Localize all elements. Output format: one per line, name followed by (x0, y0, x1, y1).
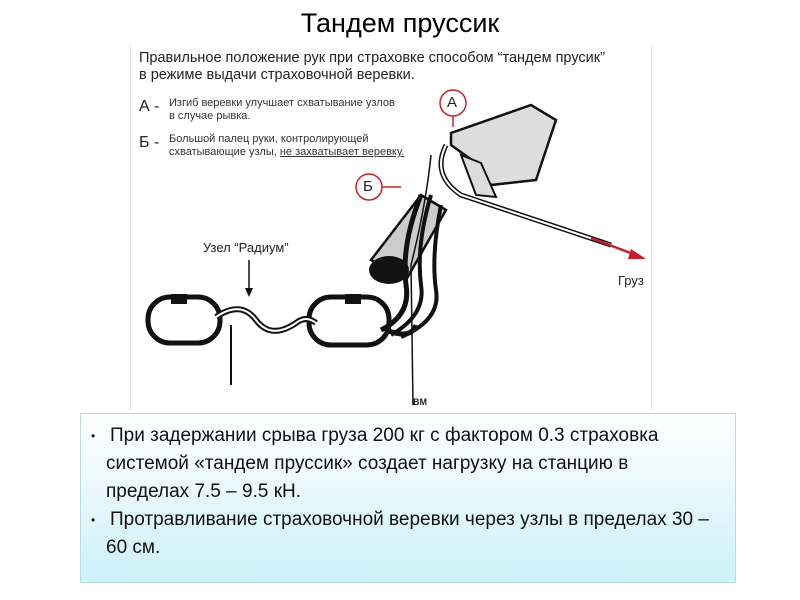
note-b-line2b: не захватывает веревку. (279, 146, 405, 158)
note-a-text: Изгиб веревки улучшает схватывание узлов… (169, 97, 395, 123)
marker-a: А (447, 94, 458, 111)
figure-heading: Правильное положение рук при страховке с… (139, 50, 605, 84)
note-a-line1: Изгиб веревки улучшает схватывание узлов (169, 97, 395, 109)
bullet-text: Протравливание страховочной веревки чере… (106, 509, 709, 558)
slide-title: Тандем пруссик (300, 8, 500, 38)
note-b-line2a: схватывающие узлы, (169, 146, 280, 158)
note-a: А - Изгиб веревки улучшает схватывание у… (139, 97, 439, 127)
figure-heading-line1: Правильное положение рук при страховке с… (139, 50, 605, 66)
artist-signature: BM (413, 397, 427, 407)
figure-heading-line2: в режиме выдачи страховочной веревки. (139, 67, 415, 83)
note-b-letter: Б - (139, 134, 160, 151)
marker-b: Б (363, 178, 373, 195)
summary-textbox: • При задержании срыва груза 200 кг с фа… (80, 413, 736, 583)
hand-shape (449, 103, 558, 187)
load-label: Груз (618, 273, 644, 288)
note-a-letter: А - (139, 98, 160, 115)
bullet-item: • При задержании срыва груза 200 кг с фа… (91, 422, 711, 506)
note-b-line1: Большой палец руки, контролирующей (169, 133, 369, 145)
bullet-item: • Протравливание страховочной веревки че… (91, 506, 711, 562)
bullet-text: При задержании срыва груза 200 кг с факт… (106, 425, 659, 502)
belay-illustration: Правильное положение рук при страховке с… (130, 45, 652, 410)
rope-drawing (145, 89, 646, 406)
bullet-icon: • (91, 429, 96, 443)
note-a-line2: в случае рывка. (169, 110, 251, 122)
bullet-icon: • (91, 513, 96, 527)
knot-label: Узел “Радиум” (203, 240, 289, 255)
